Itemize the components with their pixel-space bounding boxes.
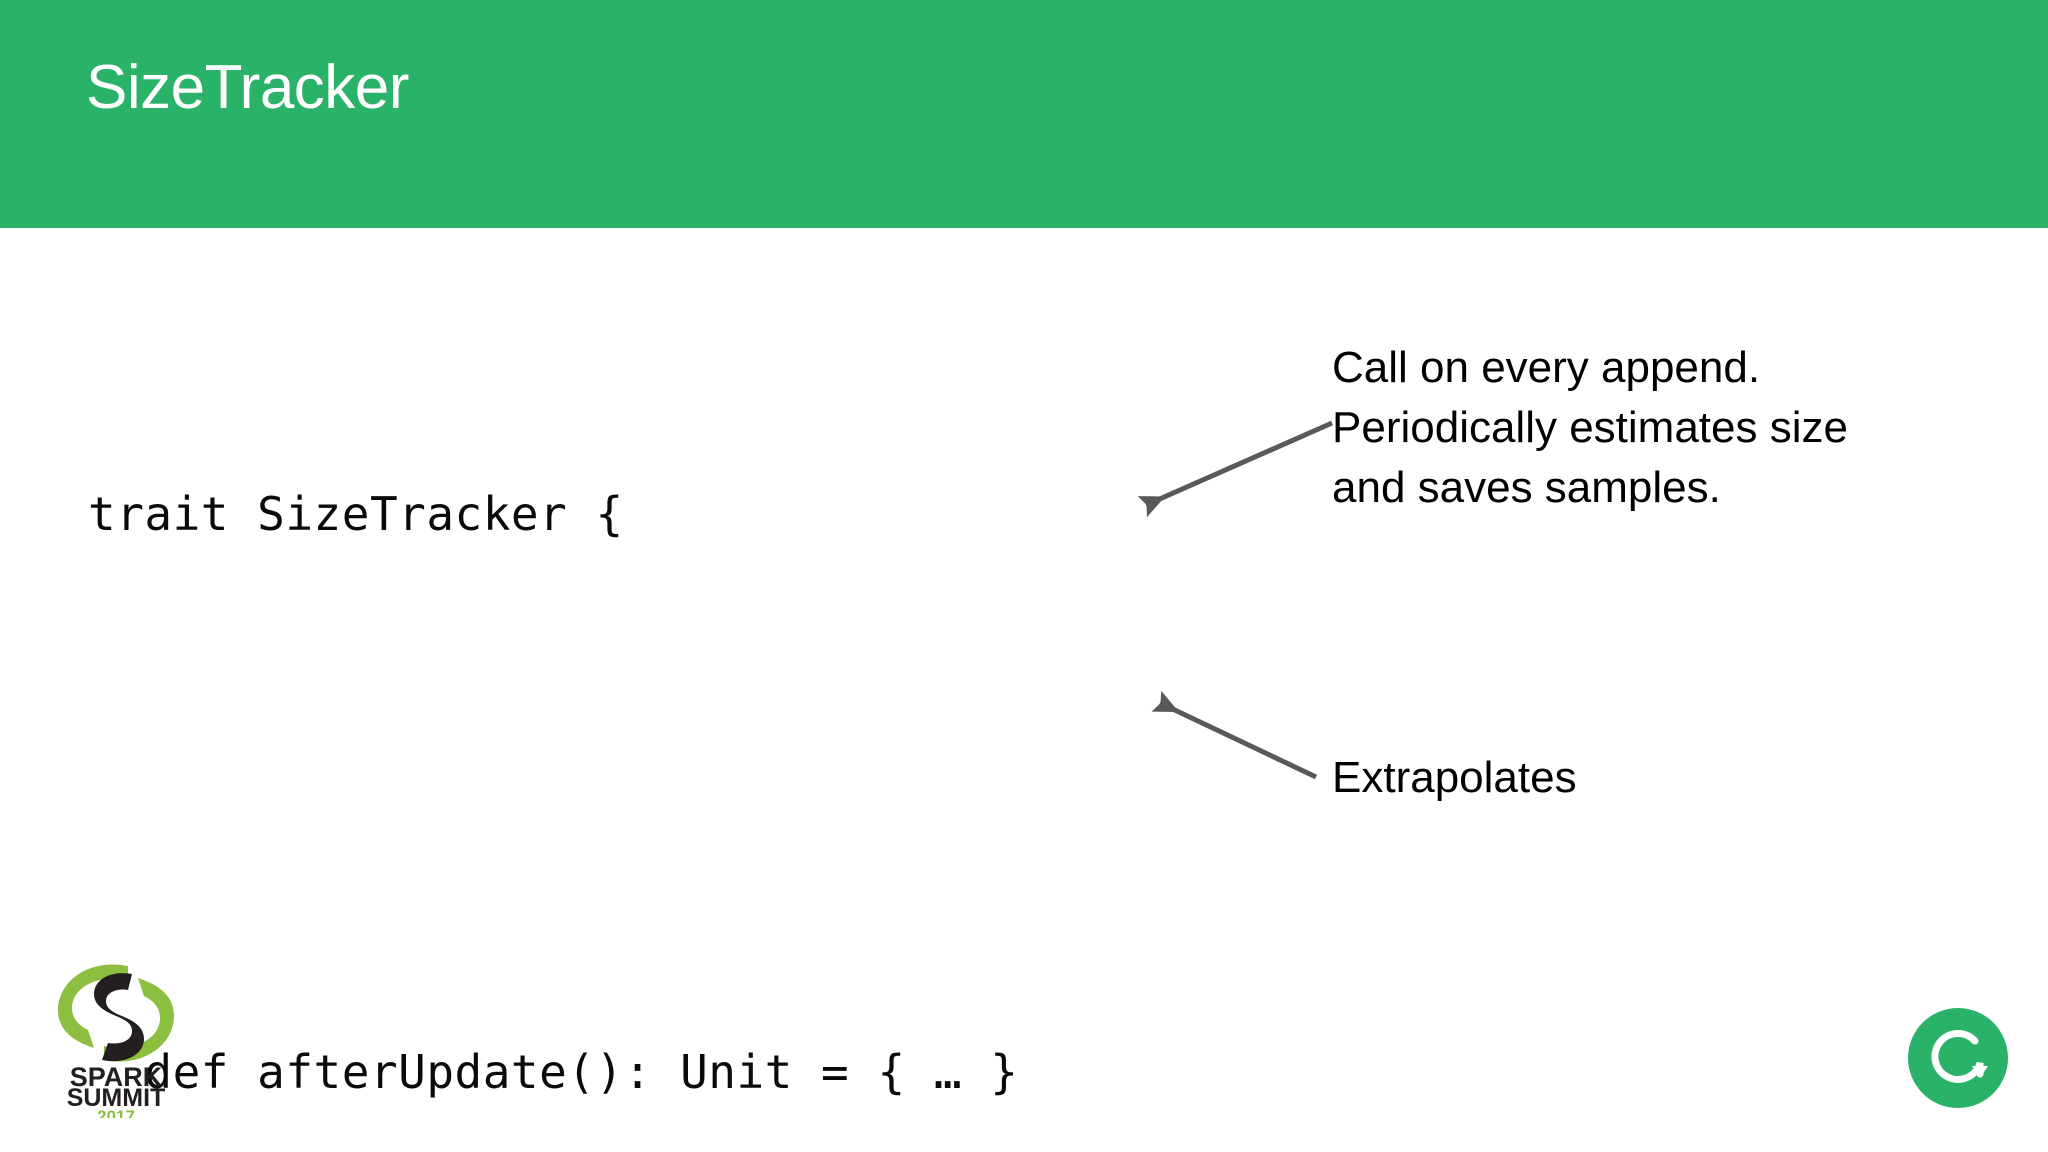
code-line-3: def afterUpdate(): Unit = { … } <box>88 1045 1019 1099</box>
spark-swoosh-bottom <box>104 978 174 1062</box>
page-title: SizeTracker <box>86 53 409 122</box>
code-line-2 <box>88 747 1047 840</box>
grammarly-circle <box>1908 1008 2008 1108</box>
arrow-to-estimate-size <box>1151 690 1318 780</box>
spark-inner-s <box>94 973 144 1062</box>
spark-summit-logo: SPARK SUMMIT 2017 <box>36 948 196 1118</box>
code-line-1: trait SizeTracker { <box>88 487 624 541</box>
spark-wordmark-line1: SPARK <box>70 1062 163 1092</box>
arrow-to-after-update <box>1137 420 1334 518</box>
grammarly-arrow-head <box>1972 1066 1988 1078</box>
annotation-estimate-size: Extrapolates <box>1332 753 1577 802</box>
spark-wordmark-year: 2017 <box>97 1107 135 1118</box>
annotation-after-update: Call on every append. Periodically estim… <box>1332 343 1848 512</box>
spark-swoosh-top <box>58 964 128 1048</box>
grammarly-logo[interactable] <box>1908 1008 2008 1108</box>
spark-wordmark-line2: SUMMIT <box>67 1084 166 1112</box>
header-band: SizeTracker <box>0 0 2048 228</box>
code-block: trait SizeTracker { def afterUpdate(): U… <box>88 282 1047 1152</box>
grammarly-g-stroke <box>1931 1029 1984 1083</box>
